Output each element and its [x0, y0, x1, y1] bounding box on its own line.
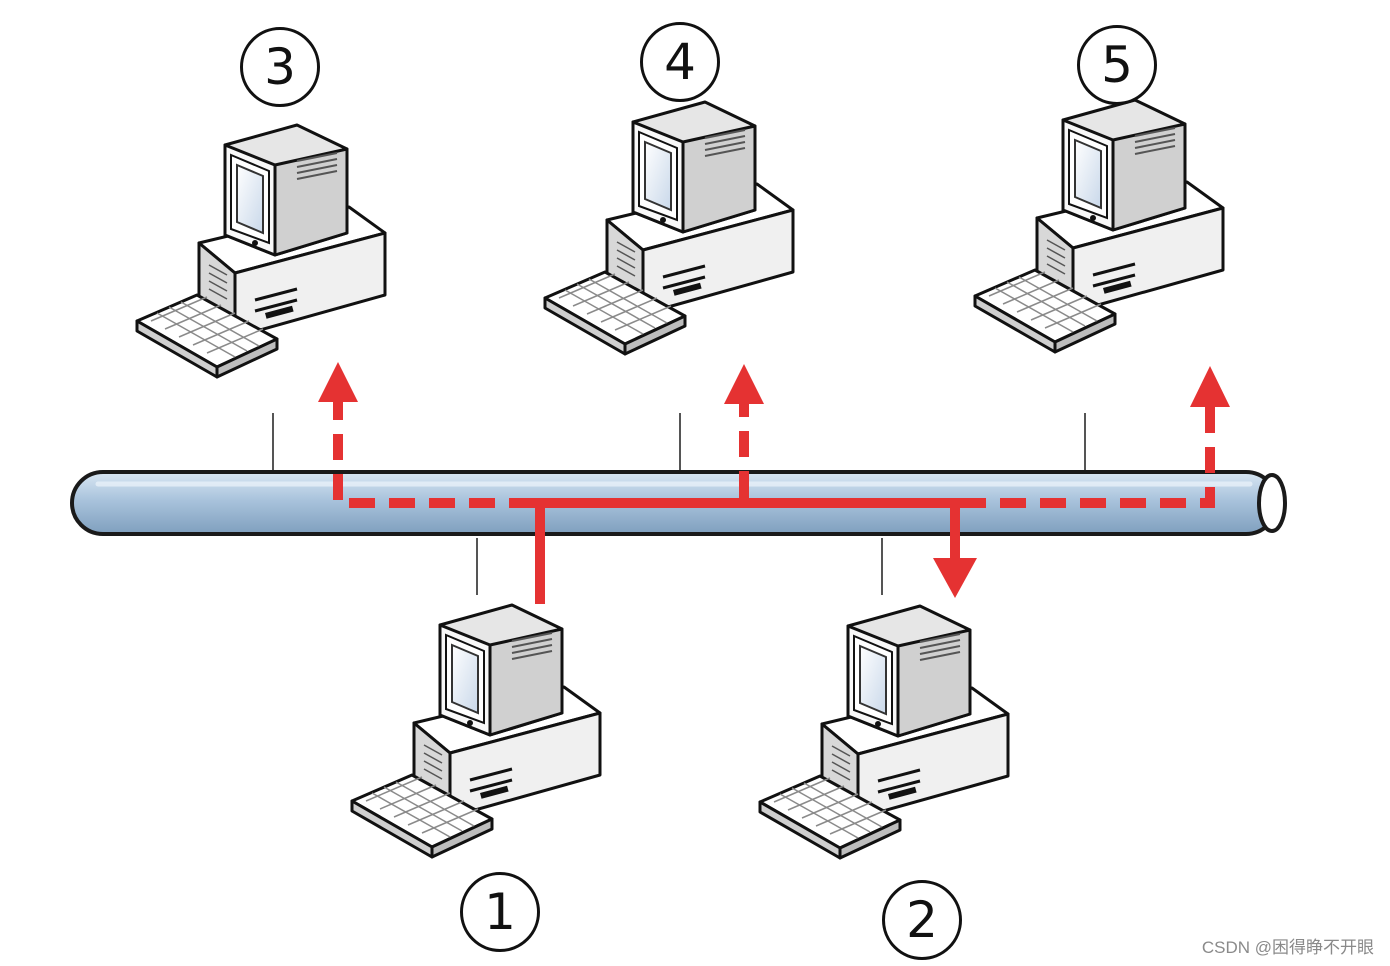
computer-4 [543, 100, 795, 356]
computer-2 [758, 604, 1010, 860]
unicast-path [535, 490, 960, 604]
arrow-to-4-icon [724, 364, 764, 404]
node-label-2: 2 [882, 880, 962, 960]
arrow-to-3-icon [318, 362, 358, 402]
arrow-to-2-icon [933, 558, 977, 598]
arrow-to-5-icon [1190, 366, 1230, 407]
node-label-1: 1 [460, 872, 540, 952]
watermark: CSDN @困得睁不开眼 [1201, 938, 1374, 957]
computer-1 [350, 603, 602, 859]
broadcast-paths [333, 400, 1215, 508]
node-label-3: 3 [240, 27, 320, 107]
node-label-4: 4 [640, 22, 720, 102]
node-label-5: 5 [1077, 25, 1157, 105]
computer-3 [135, 123, 387, 379]
computer-5 [973, 98, 1225, 354]
